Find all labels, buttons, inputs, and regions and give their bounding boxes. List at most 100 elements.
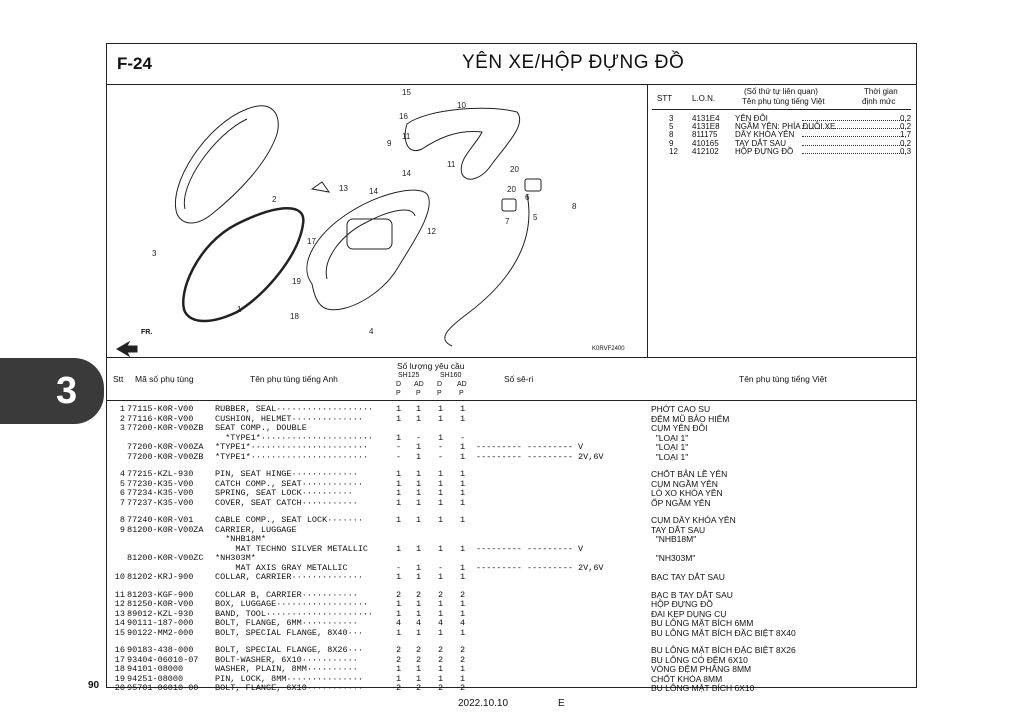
cell-stt: 11 — [114, 589, 125, 600]
cell-qty-3: 1 — [438, 497, 444, 508]
cell-name-en: SEAT COMP., DOUBLE — [215, 423, 307, 433]
cell-stt: 20 — [114, 683, 125, 693]
page-title: YÊN XE/HỘP ĐỰNG ĐỒ — [462, 52, 685, 73]
cell-serial: --------- --------- V — [476, 442, 584, 452]
cell-qty-4: 1 — [460, 543, 466, 554]
cell-name-vi: BU LÔNG MẶT BÍCH 6X10 — [651, 683, 755, 693]
col-ad-header: AD — [414, 381, 424, 388]
cell-qty-2: 1 — [416, 627, 422, 638]
cell-part-no: 81202-KRJ-900 — [127, 572, 194, 582]
cell-qty-4: 4 — [460, 618, 466, 628]
cell-name-vi: ĐAI KẸP DỤNG CỤ — [651, 608, 727, 619]
cell-qty-4: 1 — [460, 478, 466, 489]
ref-name: NGẦM YÊN: PHÍA ĐUÔI XE — [735, 122, 836, 132]
tool-band-outline — [310, 181, 331, 193]
cell-qty-4: 1 — [460, 627, 466, 638]
cell-qty-3: 1 — [438, 599, 444, 609]
cell-qty-1: 1 — [396, 478, 402, 489]
cell-part-no: 90111-187-000 — [127, 618, 194, 628]
cell-stt: 1 — [119, 404, 125, 414]
direction-label: FR. — [141, 329, 153, 336]
cell-stt: 7 — [119, 497, 125, 508]
cell-qty-2: 1 — [416, 673, 422, 684]
cell-name-en: *TYPE1*······················ — [215, 432, 374, 443]
cell-name-en: BAND, TOOL····················· — [215, 608, 374, 619]
cell-part-no: 90183-438-000 — [127, 645, 194, 655]
table-row: 77200-K0R-V00ZB*TYPE1*··················… — [107, 451, 916, 462]
cell-part-no: 93404-06010-07 — [127, 654, 199, 665]
cell-name-vi: PHỚT CAO SU — [651, 404, 711, 414]
cell-name-en: *TYPE1*······················· — [215, 442, 369, 452]
cell-qty-3: 1 — [438, 478, 444, 489]
ref-stt: 12 — [669, 146, 678, 156]
cell-name-en: RUBBER, SEAL··················· — [215, 404, 374, 414]
cell-qty-4: 1 — [460, 488, 466, 498]
cell-qty-4: 1 — [460, 413, 466, 424]
col-name-vi-header: Tên phụ tùng tiếng Việt — [739, 374, 827, 384]
cell-qty-4: 1 — [460, 599, 466, 609]
ref-leader — [802, 120, 906, 121]
cell-serial: --------- --------- 2V,6V — [476, 451, 604, 462]
cell-part-no: 77237-K35-V00 — [127, 497, 194, 508]
cell-stt: 12 — [114, 599, 125, 609]
cell-part-no: 77116-K0R-V00 — [127, 413, 194, 424]
cell-part-no: 77215-KZL-930 — [127, 469, 194, 479]
cell-part-no: 77234-K35-V00 — [127, 488, 194, 498]
cell-name-en: BOLT, SPECIAL FLANGE, 8X26··· — [215, 645, 363, 655]
cell-name-vi: "NHB18M" — [651, 534, 697, 544]
cell-qty-1: 1 — [396, 627, 402, 638]
col-p-header: P — [396, 390, 401, 397]
ref-lon: 410165 — [692, 138, 719, 148]
cell-qty-2: 1 — [416, 413, 422, 424]
cell-qty-2: 1 — [416, 497, 422, 508]
cell-name-en: SPRING, SEAT LOCK·········· — [215, 488, 353, 498]
cell-qty-3: 1 — [438, 413, 444, 424]
page-number: 90 — [88, 680, 100, 691]
ref-leader — [802, 136, 906, 138]
cell-qty-1: 1 — [396, 497, 402, 508]
callout-number: 11 — [447, 160, 456, 169]
ref-stt: 8 — [669, 130, 674, 140]
luggage-box-outline — [306, 189, 430, 311]
footer-edition: E — [558, 698, 565, 709]
cell-name-vi: CỤM DÂY KHÓA YÊN — [651, 515, 736, 525]
callout-number: 20 — [507, 185, 516, 194]
cell-qty-3: 1 — [438, 488, 444, 498]
cell-qty-4: 1 — [460, 469, 466, 479]
carrier-outline — [404, 107, 521, 180]
cell-qty-3: 1 — [438, 515, 444, 525]
cell-part-no: 77200-K0R-V00ZB — [127, 451, 204, 462]
callout-number: 10 — [457, 101, 466, 110]
cell-qty-1: 4 — [396, 618, 402, 628]
cell-part-no: 77200-K0R-V00ZA — [127, 442, 204, 452]
col-qty-header: Số lượng yêu cầu — [397, 361, 465, 371]
cell-qty-4: 1 — [460, 442, 466, 452]
seat-outline — [175, 105, 279, 224]
cell-name-vi: CỤM YÊN ĐÔI — [651, 423, 708, 433]
cell-qty-2: 1 — [416, 442, 422, 452]
table-row: 77200-K0R-V00ZA *TYPE1*··················… — [107, 442, 916, 452]
cell-name-en: BOX, LUGGAGE·················· — [215, 599, 369, 609]
cell-part-no: 95701-06010-00 — [127, 683, 199, 693]
cell-name-vi: HỘP ĐỰNG ĐỒ — [651, 599, 713, 609]
cell-qty-2: 4 — [416, 618, 422, 628]
cell-name-vi: BU LÔNG MẶT BÍCH ĐẶC BIỆT 8X26 — [651, 645, 796, 655]
cell-qty-3: 1 — [438, 572, 444, 582]
ref-lon: 4131E8 — [692, 122, 720, 132]
parts-table-header: Stt Mã số phụ tùng Tên phụ tùng tiếng An… — [107, 357, 916, 401]
cell-qty-1: 1 — [396, 404, 402, 414]
col-p3-header: P — [437, 390, 442, 397]
cell-qty-2: 1 — [416, 515, 422, 525]
callout-number: 12 — [427, 227, 436, 236]
cell-qty-3: 2 — [438, 645, 444, 655]
cell-name-en: PIN, SEAT HINGE············· — [215, 469, 358, 479]
ref-lon: 412102 — [692, 146, 719, 156]
